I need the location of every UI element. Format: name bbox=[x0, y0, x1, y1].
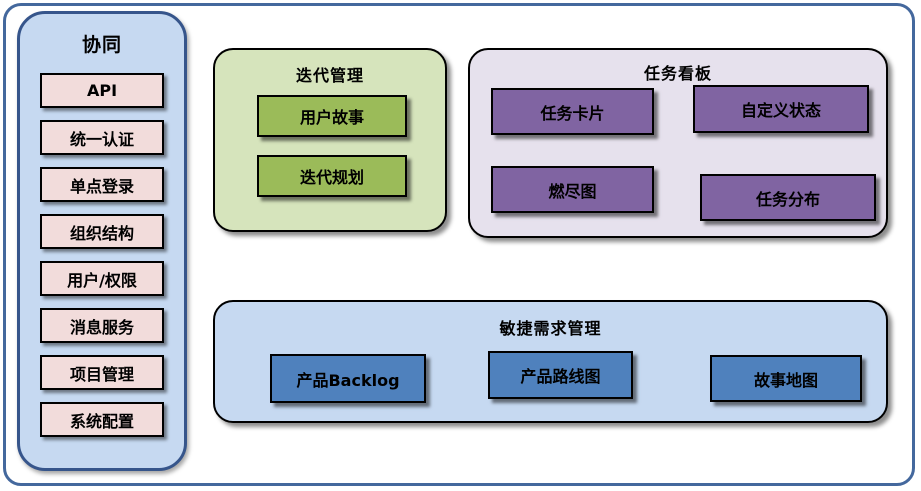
sidebar-item-message-service: 消息服务 bbox=[40, 308, 164, 343]
card-iteration-planning: 迭代规划 bbox=[257, 155, 407, 197]
card-product-roadmap: 产品路线图 bbox=[488, 351, 633, 399]
card-custom-status: 自定义状态 bbox=[693, 85, 869, 133]
task-board-group: 任务看板 任务卡片 自定义状态 燃尽图 任务分布 bbox=[468, 48, 888, 238]
card-task-card: 任务卡片 bbox=[491, 88, 654, 135]
card-story-map: 故事地图 bbox=[710, 355, 862, 402]
collaboration-item-list: API 统一认证 单点登录 组织结构 用户/权限 消息服务 项目管理 系统配置 bbox=[40, 73, 164, 437]
sidebar-item-api: API bbox=[40, 73, 164, 108]
card-task-distribution: 任务分布 bbox=[700, 174, 876, 221]
agile-requirements-title: 敏捷需求管理 bbox=[499, 319, 602, 338]
collaboration-panel: 协同 API 统一认证 单点登录 组织结构 用户/权限 消息服务 项目管理 系统… bbox=[17, 11, 187, 471]
collaboration-panel-title: 协同 bbox=[81, 34, 122, 56]
sidebar-item-project-management: 项目管理 bbox=[40, 355, 164, 390]
agile-requirements-group: 敏捷需求管理 产品Backlog 产品路线图 故事地图 bbox=[213, 300, 888, 423]
sidebar-item-sso: 单点登录 bbox=[40, 167, 164, 202]
card-burndown-chart: 燃尽图 bbox=[491, 166, 654, 213]
card-user-story: 用户故事 bbox=[257, 95, 407, 137]
iteration-management-group: 迭代管理 用户故事 迭代规划 bbox=[213, 48, 447, 232]
card-product-backlog: 产品Backlog bbox=[270, 354, 426, 403]
sidebar-item-org-structure: 组织结构 bbox=[40, 214, 164, 249]
task-board-title: 任务看板 bbox=[643, 64, 712, 83]
sidebar-item-unified-auth: 统一认证 bbox=[40, 120, 164, 155]
sidebar-item-system-config: 系统配置 bbox=[40, 402, 164, 437]
sidebar-item-user-permissions: 用户/权限 bbox=[40, 261, 164, 296]
iteration-management-title: 迭代管理 bbox=[295, 66, 364, 85]
